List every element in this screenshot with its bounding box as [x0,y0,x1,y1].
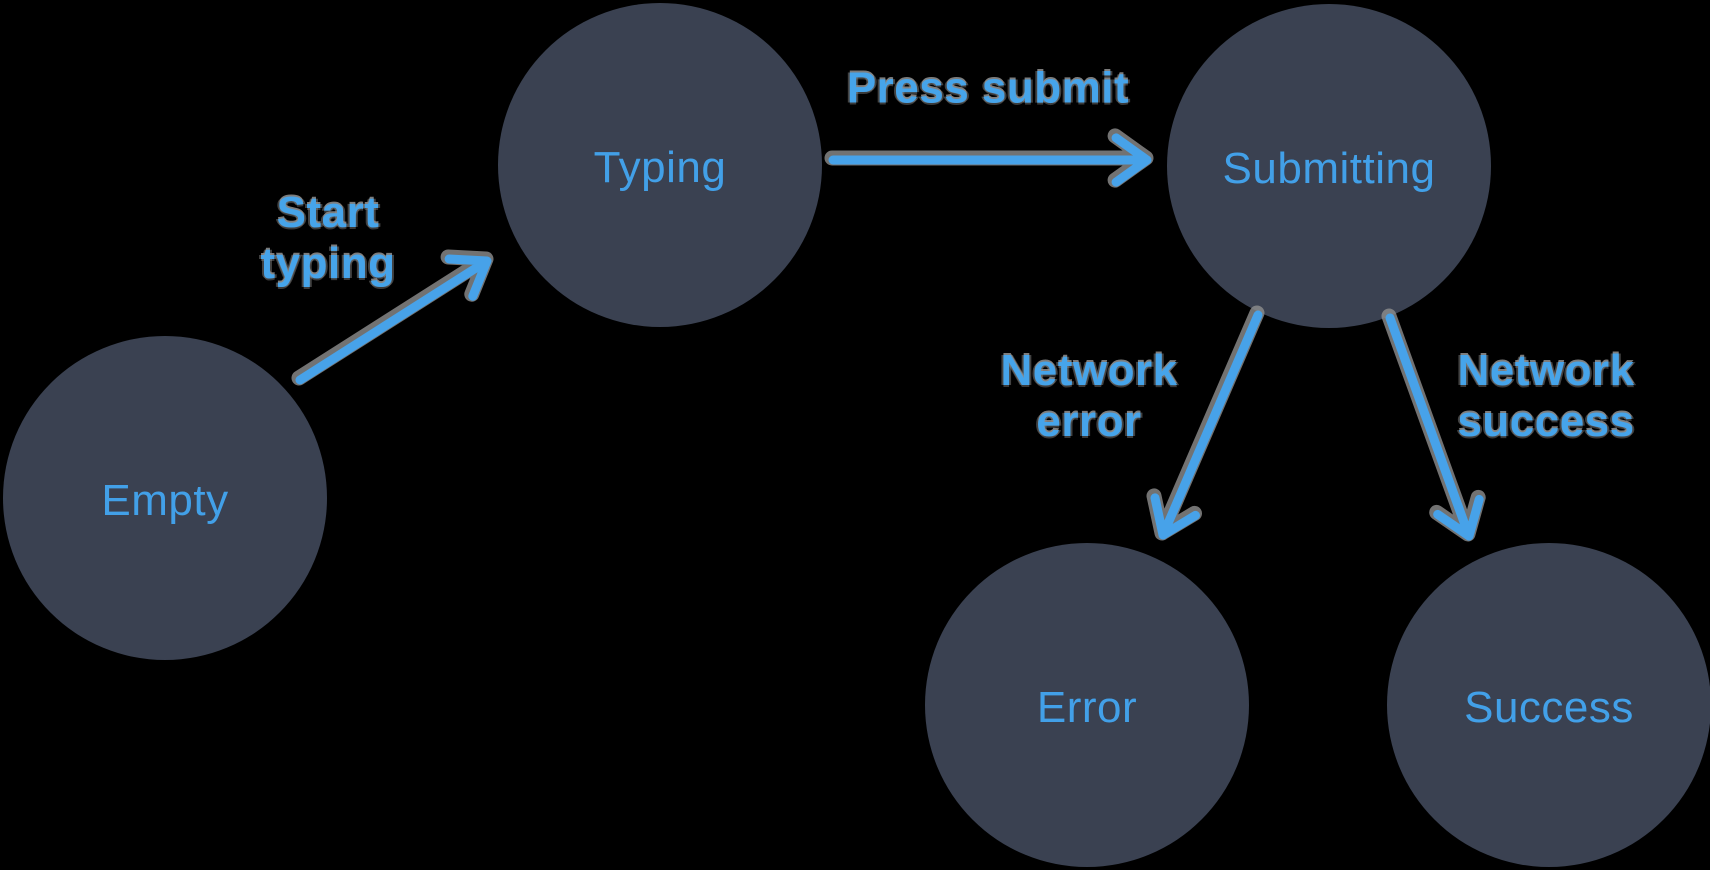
state-node-success: Success [1387,543,1710,867]
transition-label-line: typing [260,239,396,288]
transition-label-line: error [1036,397,1142,446]
transition-label-line: Press submit [846,63,1130,113]
transition-label-line: success [1457,397,1635,446]
state-node-label-submitting: Submitting [1222,144,1436,193]
arrow-network-success [1381,308,1486,542]
state-node-label-error: Error [1036,683,1138,732]
arrow-press-submit [824,128,1154,188]
state-node-error: Error [925,543,1249,867]
arrow-line [1150,310,1263,540]
transition-label-press-submit: Press submit [847,63,1129,114]
transition-label-line: Network [1000,346,1178,395]
arrow-line [1385,313,1484,541]
state-node-typing: Typing [498,3,822,327]
arrow-start-typing [291,249,494,386]
state-node-empty: Empty [3,336,327,660]
state-node-label-success: Success [1464,683,1634,732]
transition-label-line: Network [1457,346,1635,395]
transition-label-line: Start [276,188,380,237]
state-node-label-typing: Typing [593,143,727,192]
state-node-submitting: Submitting [1167,4,1491,328]
arrow-line [828,133,1152,187]
state-node-label-empty: Empty [101,476,229,525]
arrow-network-error [1146,305,1265,541]
arrow-line [295,254,492,385]
